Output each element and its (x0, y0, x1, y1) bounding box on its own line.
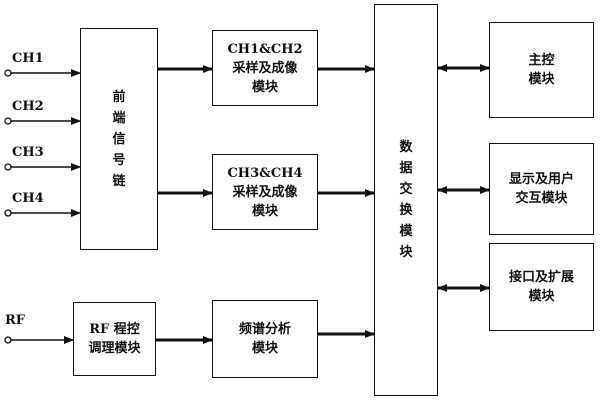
rf-control-line1: RF 程控 (89, 322, 140, 337)
ch3-label: CH3 (12, 145, 44, 160)
spectrum-analysis-box: 频谱分析 模块 (212, 300, 318, 378)
ch1-input-arrow (4, 69, 81, 77)
ch12-line3: 模块 (251, 79, 278, 95)
data-exchange-box: 数据交换模块 (374, 4, 438, 396)
interface-line2: 模块 (528, 289, 555, 304)
main-control-line2: 模块 (528, 72, 555, 87)
ch2-input-arrow (4, 117, 81, 125)
interface-line1: 接口及扩展 (508, 270, 574, 285)
ch34-sampling-box: CH3&CH4 采样及成像 模块 (212, 154, 318, 230)
rf-control-line2: 调理模块 (88, 341, 141, 356)
rf-input-arrow (4, 336, 74, 344)
ch4-label: CH4 (12, 191, 44, 206)
spectrum-line2: 模块 (251, 341, 278, 356)
ch3-input-arrow (4, 163, 81, 171)
display-ui-line2: 交互模块 (515, 191, 568, 206)
ch12-line2: 采样及成像 (232, 60, 298, 76)
main-control-box: 主控 模块 (489, 22, 594, 118)
ch1-label: CH1 (12, 51, 44, 66)
rf-label: RF (5, 313, 26, 328)
main-control-line1: 主控 (528, 53, 555, 68)
display-ui-line1: 显示及用户 (508, 172, 574, 187)
ch34-line1: CH3&CH4 (227, 165, 303, 181)
ch2-label: CH2 (12, 99, 44, 114)
front-end-label: 前端信号链 (112, 89, 126, 189)
display-ui-box: 显示及用户 交互模块 (489, 143, 594, 235)
data-exchange-label: 数据交换模块 (399, 140, 413, 260)
ch4-input-arrow (4, 209, 81, 217)
front-end-signal-chain-box: 前端信号链 (80, 28, 158, 250)
ch34-line2: 采样及成像 (232, 184, 298, 200)
rf-control-box: RF 程控 调理模块 (73, 302, 156, 376)
ch12-line1: CH1&CH2 (227, 41, 303, 57)
interface-extension-box: 接口及扩展 模块 (489, 243, 594, 331)
ch34-line3: 模块 (251, 203, 278, 219)
ch12-sampling-box: CH1&CH2 采样及成像 模块 (212, 30, 318, 106)
spectrum-line1: 频谱分析 (238, 322, 291, 337)
